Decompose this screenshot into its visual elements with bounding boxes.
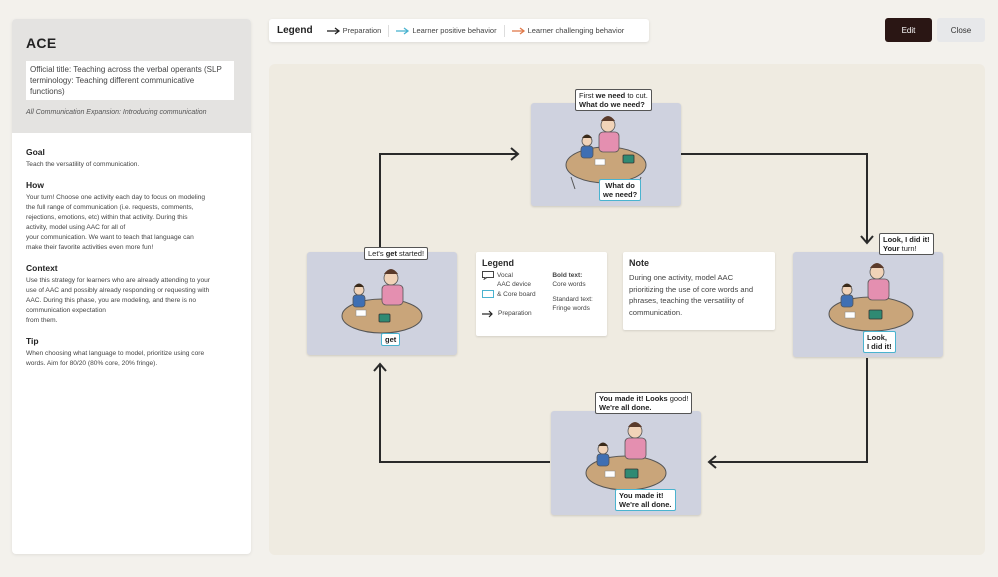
speech-text: to cut. <box>625 91 648 100</box>
context-text: Use this strategy for learners who are a… <box>26 277 210 324</box>
tip-heading: Tip <box>26 336 39 346</box>
legend-preparation-label: Preparation <box>342 26 382 35</box>
speech-bubble: Let's get started! <box>364 247 429 260</box>
device-output: get <box>381 333 401 346</box>
device-output: You made it! We're all done. <box>615 489 676 511</box>
legend-divider <box>388 24 390 37</box>
speech-core-word: What do we need? <box>579 100 645 109</box>
speech-core-word: You made it! Looks <box>599 394 670 403</box>
arrowhead <box>373 362 387 372</box>
device-output: Look, I did it! <box>863 331 896 353</box>
edit-button[interactable]: Edit <box>885 18 932 42</box>
strategy-panel: ACE Official title: Teaching across the … <box>12 19 251 554</box>
flow-arrows <box>373 147 874 469</box>
speech-bubble-icon <box>482 271 494 280</box>
arrow-top-to-right <box>681 153 868 242</box>
scene-left[interactable]: Let's get started! get <box>307 247 457 355</box>
arrow-black-icon <box>482 310 493 317</box>
speech-text: Let's <box>368 249 386 258</box>
speech-text: turn! <box>899 244 917 253</box>
device-output: What do we need? <box>599 179 642 201</box>
how-text: Your turn! Choose one activity each day … <box>26 194 205 251</box>
scene-top[interactable]: First we need to cut. What do we need? W… <box>531 89 681 206</box>
scene-illustration <box>585 422 667 491</box>
arrowhead <box>707 455 717 469</box>
note-text: During one activity, model AAC prioritiz… <box>629 273 754 317</box>
speech-text: started! <box>396 249 425 258</box>
speech-core-word: get <box>385 249 397 258</box>
note-title: Note <box>629 258 649 268</box>
arrow-orange-icon <box>511 26 525 35</box>
legend-vocal-label: Vocal <box>497 272 513 279</box>
goal-text: Teach the versatility of communication. <box>26 161 140 168</box>
legend-positive-label: Learner positive behavior <box>412 26 497 35</box>
speech-bubble: Look, I did it! Your turn! <box>879 233 934 255</box>
legend-bold-title: Bold text: <box>552 272 583 279</box>
speech-bubble: You made it! Looks good! We're all done. <box>595 392 693 414</box>
legend-vocal-label: AAC device <box>497 281 531 288</box>
arrow-right-to-bottom <box>710 358 868 463</box>
speech-text: First <box>579 91 596 100</box>
strategy-subtitle: All Communication Expansion: Introducing… <box>26 109 207 116</box>
arrowhead <box>860 235 874 245</box>
speech-core-word: we need <box>595 91 626 100</box>
flow-canvas: First we need to cut. What do we need? W… <box>269 64 985 555</box>
scene-right[interactable]: Look, I did it! Your turn! Look, I did i… <box>793 233 943 357</box>
legend-title: Legend <box>482 258 515 268</box>
legend-bold-desc: Core words <box>552 281 586 288</box>
legend-bar-title: Legend <box>277 25 313 36</box>
context-heading: Context <box>26 263 58 273</box>
legend-prep: Preparation <box>482 309 542 318</box>
strategy-title: ACE <box>26 35 57 51</box>
device-bubble-icon <box>482 290 494 298</box>
close-button[interactable]: Close <box>937 18 985 42</box>
strategy-header: ACE Official title: Teaching across the … <box>12 19 251 133</box>
speech-core-word: Look, I did it! <box>883 235 930 244</box>
legend-positive: Learner positive behavior <box>396 26 497 35</box>
note-box: Note During one activity, model AAC prio… <box>623 252 775 330</box>
legend-standard-title: Standard text: <box>552 296 593 303</box>
strategy-body: Goal Teach the versatility of communicat… <box>12 133 251 369</box>
legend-core-board: & Core board <box>482 290 542 299</box>
arrow-blue-icon <box>396 26 410 35</box>
legend-challenging-label: Learner challenging behavior <box>527 26 625 35</box>
speech-text: good! <box>669 394 689 403</box>
tip-text: When choosing what language to model, pr… <box>26 350 205 367</box>
official-title: Official title: Teaching across the verb… <box>26 61 234 100</box>
legend-core-label: & Core board <box>497 291 536 298</box>
arrow-left-to-top <box>379 153 517 250</box>
how-heading: How <box>26 180 44 190</box>
speech-core-word: Your <box>883 244 900 253</box>
legend-prep-label: Preparation <box>498 310 532 317</box>
scene-bottom[interactable]: You made it! Looks good! We're all done.… <box>551 392 701 515</box>
arrowhead <box>510 147 520 161</box>
goal-heading: Goal <box>26 147 45 157</box>
legend-preparation: Preparation <box>326 26 382 35</box>
speech-core-word: We're all done. <box>599 403 652 412</box>
legend-bar: Legend Preparation Learner positive beha… <box>269 19 649 42</box>
legend-standard-desc: Fringe words <box>552 305 590 312</box>
scene-illustration <box>828 263 914 332</box>
speech-bubble: First we need to cut. What do we need? <box>575 89 652 111</box>
legend-divider <box>503 24 505 37</box>
arrow-bottom-to-left <box>379 365 550 463</box>
arrow-black-icon <box>326 26 340 35</box>
legend-challenging: Learner challenging behavior <box>511 26 625 35</box>
